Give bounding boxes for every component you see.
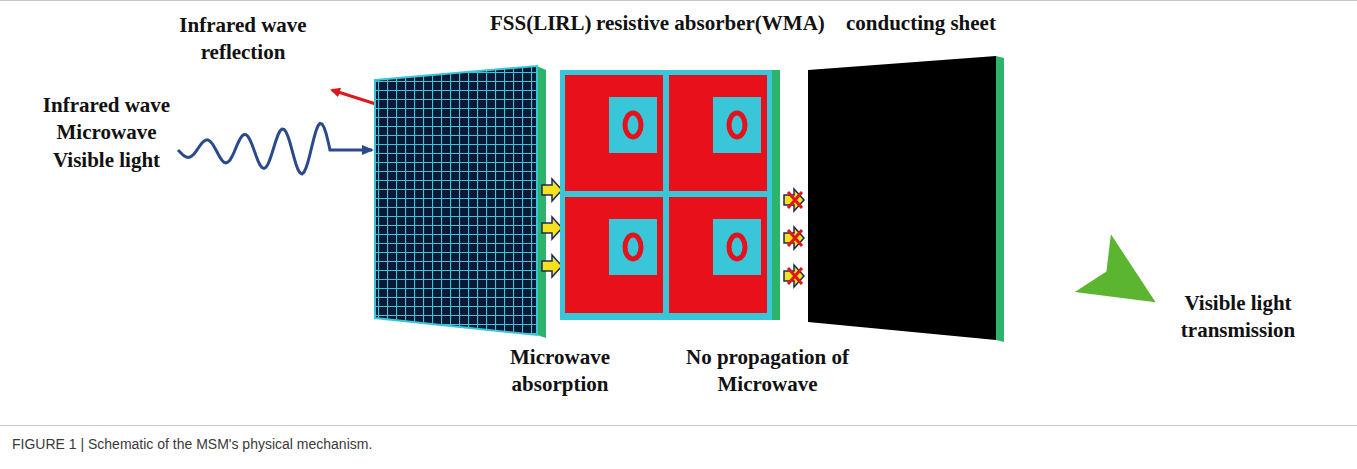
cell-ring	[729, 113, 745, 137]
panel-heading: conducting sheet	[846, 10, 996, 37]
cell-patch	[713, 219, 761, 275]
annotation-label: No propagation of Microwave	[680, 344, 855, 399]
absorber-cell	[669, 75, 767, 191]
conducting-sheet	[808, 56, 996, 340]
annotation-label: Infrared wave Microwave Visible light	[34, 92, 179, 174]
panel-heading: resistive absorber(WMA)	[596, 10, 825, 37]
panel-edge	[996, 56, 1004, 342]
block-cross	[788, 268, 802, 284]
fss-grid-panel	[375, 66, 537, 335]
annotation-label: Microwave absorption	[490, 344, 630, 399]
panel-edge	[537, 66, 546, 338]
blocked-arrows	[784, 189, 804, 287]
absorber-cell	[565, 75, 663, 191]
annotation-label: Infrared wave reflection	[168, 12, 318, 67]
cell-patch	[713, 97, 761, 153]
frame-line	[0, 0, 1357, 1]
absorber-cell	[669, 197, 767, 313]
yellow-arrow	[784, 227, 804, 249]
absorber-cell	[565, 197, 663, 313]
yellow-arrow	[542, 217, 562, 239]
incident-wave	[178, 124, 372, 174]
cell-ring	[729, 235, 745, 259]
microwave-arrows	[542, 179, 562, 277]
cell-patch	[609, 97, 657, 153]
panel-edge	[772, 70, 780, 320]
panel-node: FSS(LIRL)	[372, 10, 596, 340]
transmission-arrow	[1075, 234, 1174, 331]
annotation-label: Visible light transmission	[1168, 290, 1308, 345]
yellow-arrow	[784, 265, 804, 287]
absorber-cells	[565, 75, 767, 313]
frame-line	[0, 425, 1357, 426]
yellow-arrow	[542, 255, 562, 277]
panel-node: conducting sheet	[806, 10, 1006, 344]
cell-ring	[625, 113, 641, 137]
block-cross	[788, 192, 802, 208]
figure-caption: FIGURE 1 | Schematic of the MSM's physic…	[12, 436, 372, 452]
yellow-arrow	[542, 179, 562, 201]
panel-heading: FSS(LIRL)	[490, 10, 592, 37]
cell-ring	[625, 235, 641, 259]
block-cross	[788, 230, 802, 246]
cell-patch	[609, 219, 657, 275]
yellow-arrow	[784, 189, 804, 211]
absorber-panel	[560, 70, 772, 320]
panel-node: resistive absorber(WMA)	[558, 10, 829, 322]
